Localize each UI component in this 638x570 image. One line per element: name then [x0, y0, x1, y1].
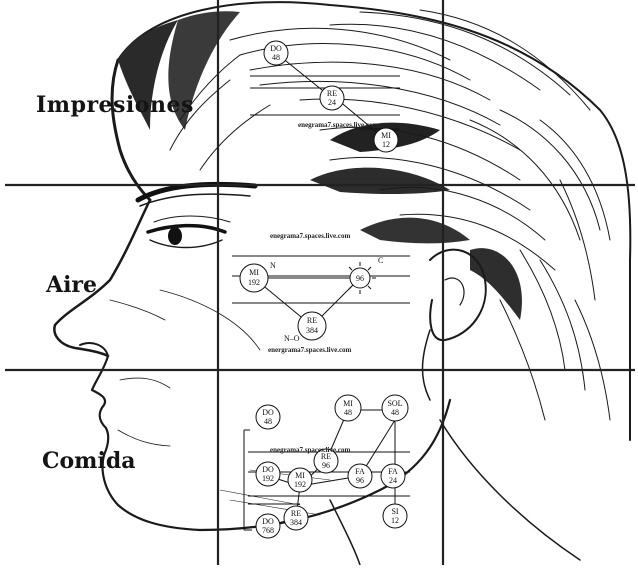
- note-label: MI: [295, 471, 305, 480]
- note-number: 48: [391, 408, 399, 417]
- nqo-label: N–O: [284, 334, 300, 343]
- note-circle-do192: DO 192: [256, 462, 280, 486]
- label-aire: Aire: [46, 272, 97, 298]
- grid-lines: [5, 0, 635, 565]
- n-label: N: [270, 261, 276, 270]
- note-label: MI: [343, 399, 353, 408]
- watermark-aire-bottom: energrama7.spaces.live.com: [268, 346, 351, 354]
- note-number: 192: [248, 278, 260, 287]
- note-circle-re384-comida: RE 384: [284, 506, 308, 530]
- note-number: 384: [290, 518, 302, 527]
- note-circle-sol48: SOL 48: [382, 395, 408, 421]
- note-circle-do48-comida: DO 48: [256, 405, 280, 429]
- note-label: DO: [262, 408, 274, 417]
- note-circle-re24: RE 24: [320, 86, 344, 110]
- note-label: SI: [391, 507, 398, 516]
- note-label: RE: [327, 89, 337, 98]
- watermark-impresiones: enegrama7.spaces.live.com: [298, 121, 378, 129]
- note-label: FA: [388, 467, 398, 476]
- note-number: 384: [306, 326, 318, 335]
- note-number: 96: [322, 461, 330, 470]
- note-number: 96: [356, 476, 364, 485]
- sun-number: 96: [356, 274, 364, 283]
- note-number: 48: [344, 408, 352, 417]
- impresiones-diagram: DO 48 RE 24 MI 12: [250, 41, 400, 152]
- note-label: RE: [307, 316, 317, 325]
- profile-drawing: [54, 184, 580, 565]
- note-number: 24: [389, 476, 397, 485]
- note-label: MI: [381, 131, 391, 140]
- note-circle-mi12: MI 12: [374, 128, 398, 152]
- note-number: 48: [264, 417, 272, 426]
- c-label: C: [378, 256, 383, 265]
- note-number: 768: [262, 526, 274, 535]
- note-label: RE: [291, 509, 301, 518]
- label-comida: Comida: [42, 448, 135, 474]
- note-label: MI: [249, 268, 259, 277]
- note-number: 12: [391, 516, 399, 525]
- note-label: SOL: [387, 399, 402, 408]
- note-label: DO: [262, 465, 274, 474]
- note-number: 192: [262, 474, 274, 483]
- note-circle-do768: DO 768: [256, 514, 280, 538]
- note-circle-si12: SI 12: [383, 504, 407, 528]
- hair-drawing: [112, 2, 630, 440]
- aire-diagram: 96 MI 192 RE 384 N C N–O: [232, 256, 410, 343]
- note-circle-do48: DO 48: [264, 41, 288, 65]
- label-impresiones: Impresiones: [36, 92, 194, 118]
- note-number: 12: [382, 140, 390, 149]
- note-label: DO: [270, 44, 282, 53]
- watermark-comida: enegrama7.spaces.live.com: [270, 446, 350, 454]
- note-number: 24: [328, 98, 336, 107]
- note-circle-mi192: MI 192: [240, 264, 268, 292]
- note-label: FA: [355, 467, 365, 476]
- note-circle-mi192-comida: MI 192: [288, 468, 312, 492]
- note-circle-fa24: FA 24: [381, 464, 405, 488]
- note-circle-re384: RE 384: [298, 312, 326, 340]
- note-label: DO: [262, 517, 274, 526]
- comida-diagram: DO 48 MI 48 SOL 48 RE 96 DO 192 MI 192: [244, 395, 410, 538]
- note-number: 192: [294, 480, 306, 489]
- note-circle-fa96: FA 96: [348, 464, 372, 488]
- note-circle-mi48: MI 48: [335, 395, 361, 421]
- note-number: 48: [272, 53, 280, 62]
- watermark-aire-top: enegrama7.spaces.live.com: [270, 232, 350, 240]
